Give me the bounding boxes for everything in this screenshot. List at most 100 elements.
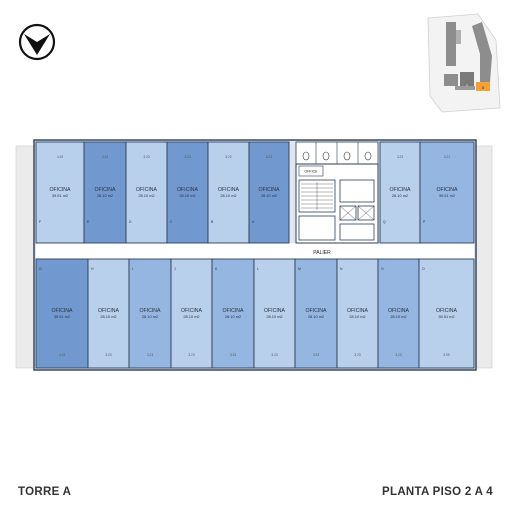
office-unit-dimension: 3.23 bbox=[184, 155, 190, 159]
office-unit-area bbox=[253, 258, 296, 369]
office-unit-letter: D bbox=[129, 220, 132, 224]
office-unit-area bbox=[248, 141, 290, 244]
service-room bbox=[339, 223, 375, 241]
corridor-label: PALIER bbox=[313, 250, 331, 256]
office-unit-name: OFICINA bbox=[181, 308, 203, 314]
office-unit-dimension: 3.23 bbox=[188, 353, 194, 357]
floor-label: PLANTA PISO 2 A 4 bbox=[382, 486, 493, 498]
office-unit-letter: I bbox=[132, 267, 133, 271]
office-unit-area bbox=[336, 258, 379, 369]
office-unit-area bbox=[207, 141, 250, 244]
office-unit-name: OFICINA bbox=[264, 308, 286, 314]
office-unit-letter: P bbox=[423, 220, 426, 224]
office-unit-name: OFICINA bbox=[305, 308, 327, 314]
office-unit-name: OFICINA bbox=[258, 187, 280, 193]
office-unit-dimension: 3.23 bbox=[271, 353, 277, 357]
key-plan-building bbox=[472, 22, 492, 82]
core-services: OFFICE bbox=[295, 163, 379, 244]
office-unit-area bbox=[294, 258, 338, 369]
key-plan-highlight bbox=[476, 82, 490, 91]
key-plan-building bbox=[444, 74, 458, 86]
office-unit-letter: Q bbox=[383, 220, 386, 224]
office-unit-letter: O bbox=[422, 267, 425, 271]
office-unit-area-label: 28.10 m2 bbox=[183, 314, 199, 319]
office-unit-dimension: 4.19 bbox=[59, 353, 65, 357]
office-unit-dimension: 3.23 bbox=[105, 353, 111, 357]
office-unit-letter: N bbox=[340, 267, 343, 271]
office-unit-letter: E bbox=[87, 220, 90, 224]
office-unit-area bbox=[125, 141, 168, 244]
key-plan: A 5 bbox=[427, 13, 501, 113]
office-unit-area bbox=[211, 258, 255, 369]
office-unit-name: OFICINA bbox=[139, 308, 161, 314]
office-unit-area-label: 28.10 m2 bbox=[97, 193, 113, 198]
office-unit-name: OFICINA bbox=[51, 308, 73, 314]
office-unit-dimension: 3.23 bbox=[230, 353, 236, 357]
office-unit-dimension: 4.21 bbox=[444, 155, 450, 159]
core-bathrooms bbox=[295, 141, 379, 165]
office-unit-name: OFICINA bbox=[347, 308, 369, 314]
office-unit-area-label: 28.10 m2 bbox=[138, 193, 154, 198]
office-unit-dimension: 3.23 bbox=[147, 353, 153, 357]
tower-label: TORRE A bbox=[18, 486, 72, 498]
key-plan-building bbox=[456, 30, 461, 44]
office-unit-dimension: 3.23 bbox=[354, 353, 360, 357]
office-unit-name: OFICINA bbox=[388, 308, 410, 314]
toilet-icon bbox=[302, 151, 372, 161]
office-room bbox=[298, 165, 324, 177]
office-unit-letter: J bbox=[174, 267, 176, 271]
north-arrow-icon bbox=[18, 23, 56, 61]
office-unit-dimension: 3.23 bbox=[395, 353, 401, 357]
office-unit-dimension: 3.99 bbox=[443, 353, 449, 357]
office-unit-dimension: 3.23 bbox=[266, 155, 272, 159]
office-unit-area bbox=[35, 141, 85, 244]
office-unit-area bbox=[377, 258, 420, 369]
office-unit-letter: H bbox=[91, 267, 94, 271]
office-unit-area-label: 28.10 m2 bbox=[349, 314, 365, 319]
elevator-lobby bbox=[298, 215, 336, 241]
office-unit-dimension: 3.22 bbox=[225, 155, 231, 159]
office-unit-area-label: 28.10 m2 bbox=[308, 314, 324, 319]
key-plan-building bbox=[455, 86, 475, 90]
office-unit-letter: K bbox=[215, 267, 218, 271]
office-unit-name: OFICINA bbox=[389, 187, 411, 193]
office-unit-area-label: 28.10 m2 bbox=[220, 193, 236, 198]
office-unit-dimension: 3.23 bbox=[397, 155, 403, 159]
office-label: OFFICE bbox=[304, 170, 318, 174]
office-unit-area-label: 28.10 m2 bbox=[100, 314, 116, 319]
office-unit-name: OFICINA bbox=[136, 187, 158, 193]
office-unit-letter: O bbox=[381, 267, 384, 271]
office-unit-area-label: 28.10 m2 bbox=[390, 314, 406, 319]
office-unit-letter: M bbox=[298, 267, 301, 271]
office-unit-area-label: 28.10 m2 bbox=[179, 193, 195, 198]
office-unit-name: OFICINA bbox=[222, 308, 244, 314]
office-unit-area-label: 28.10 m2 bbox=[392, 193, 408, 198]
office-unit-letter: F bbox=[39, 220, 41, 224]
office-unit-area-label: 28.10 m2 bbox=[266, 314, 282, 319]
office-unit-dimension: 3.23 bbox=[143, 155, 149, 159]
office-unit-name: OFICINA bbox=[218, 187, 240, 193]
stairs-icon bbox=[301, 182, 333, 210]
office-unit-area bbox=[418, 258, 475, 369]
office-unit-area bbox=[379, 141, 421, 244]
office-unit-dimension: 3.23 bbox=[313, 353, 319, 357]
